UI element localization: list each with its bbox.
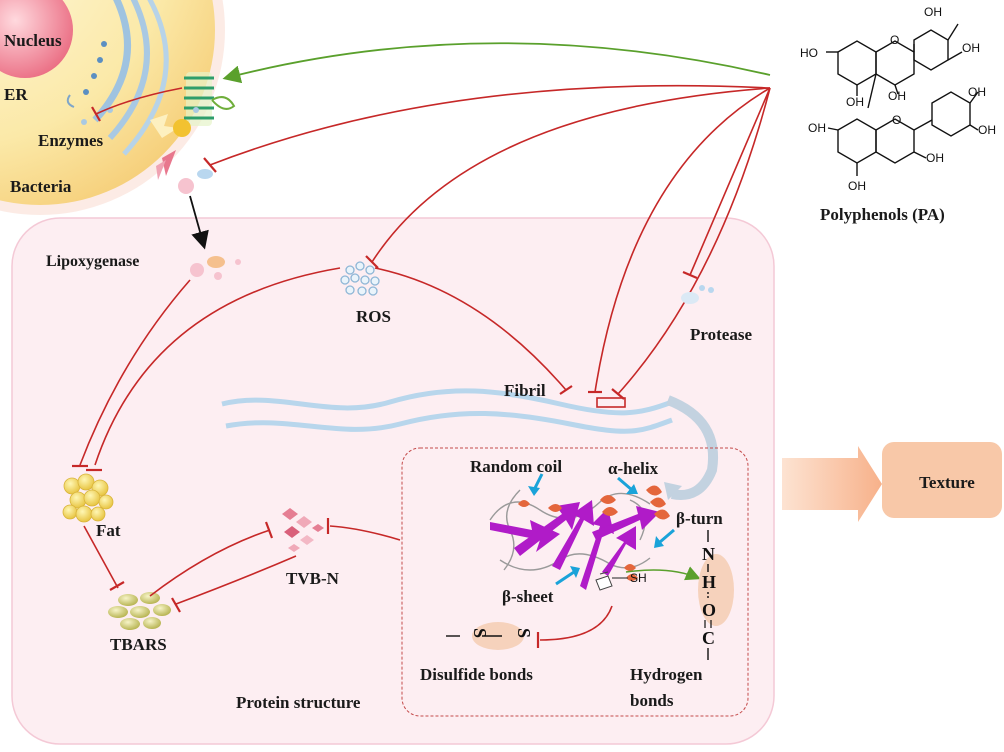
enzyme-release-icon — [150, 107, 213, 194]
bacteria-label: Bacteria — [10, 177, 72, 196]
protein-structure-box — [401, 447, 749, 717]
beta-sheet-label: β-sheet — [502, 587, 554, 606]
fibril-zoom-arrow — [666, 395, 718, 500]
svg-text:HO: HO — [800, 46, 818, 60]
enzymes-inhibition-bar — [91, 106, 101, 122]
nucleus-label: Nucleus — [4, 31, 62, 50]
tvbn-inhibition-bar-1 — [264, 521, 274, 539]
polyphenols-label: Polyphenols (PA) — [820, 205, 945, 224]
svg-text:OH: OH — [968, 85, 986, 99]
svg-text:S: S — [470, 628, 490, 638]
enzymes-label: Enzymes — [38, 131, 104, 150]
svg-text:OH: OH — [846, 95, 864, 109]
polyphenol-atoms: OH OH HO O OH OH OH OH OH O OH OH — [800, 5, 996, 193]
pointer-arrows — [528, 473, 675, 586]
fat-icon — [62, 473, 114, 523]
svg-text:OH: OH — [808, 121, 826, 135]
svg-text:OH: OH — [962, 41, 980, 55]
svg-text:OH: OH — [978, 123, 996, 137]
protein-ribbon-icon — [489, 485, 670, 591]
protease-label: Protease — [690, 325, 752, 344]
protein-panel — [11, 217, 775, 745]
lipoxygenase-fat-inhibition — [79, 279, 191, 466]
bacteria-to-lipoxygenase-arrow — [189, 195, 209, 250]
lipoxygenase-icon — [190, 256, 241, 280]
hydrogen-bonds-label-2: bonds — [630, 691, 674, 710]
svg-text:OH: OH — [888, 89, 906, 103]
ros-label: ROS — [356, 307, 391, 326]
tbars-tvbn-inhibition-1 — [149, 529, 271, 597]
sh-label: SH — [630, 571, 647, 585]
svg-text:OH: OH — [926, 151, 944, 165]
svg-text:OH: OH — [848, 179, 866, 193]
bacteria-cell — [0, 0, 225, 215]
tbars-tvbn-inhibition-2 — [175, 555, 297, 605]
texture-label: Texture — [919, 473, 975, 492]
fibril-inhibition-bar-ros — [559, 385, 573, 395]
tvbn-label: TVB-N — [286, 569, 340, 588]
svg-text:C: C — [702, 628, 715, 648]
svg-text:O: O — [702, 600, 716, 620]
svg-text:O: O — [892, 113, 901, 127]
protein-disulfide-inhibition — [539, 605, 613, 641]
disulfide-schematic: S S — [446, 628, 534, 638]
fat-label: Fat — [96, 521, 121, 540]
random-coil-label: Random coil — [470, 457, 562, 476]
texture-arrow — [782, 446, 882, 522]
tbars-label: TBARS — [110, 635, 167, 654]
texture-box — [882, 442, 1002, 518]
svg-text:S: S — [514, 628, 534, 638]
er-label: ER — [4, 85, 28, 104]
lipoxygenase-label: Lipoxygenase — [46, 253, 139, 270]
svg-text:N: N — [702, 544, 715, 564]
tbars-icon — [108, 592, 171, 630]
pa-to-bacteria-arrow — [222, 42, 771, 84]
hydrogen-bonds-label-1: Hydrogen — [630, 665, 703, 684]
disulfide-bonds-label: Disulfide bonds — [420, 665, 533, 684]
tvbn-icon — [282, 508, 324, 552]
enzymes-inhibition-line — [95, 87, 183, 115]
svg-text:O: O — [890, 33, 899, 47]
protein-to-hydrogen-arrow — [625, 566, 701, 581]
fibril-icon — [221, 388, 673, 434]
nucleus-shape — [0, 0, 73, 78]
pa-inhibition-lines — [203, 84, 771, 400]
hydrogen-bond-highlight — [698, 554, 734, 626]
tbars-inhibition-bar-tvbn — [171, 597, 181, 613]
membrane-helix-icon — [184, 72, 236, 126]
fibril-zoom-arrowhead — [664, 482, 682, 500]
svg-text:H: H — [702, 572, 716, 592]
fibril-marker — [596, 397, 626, 408]
svg-text:OH: OH — [924, 5, 942, 19]
protease-icon — [681, 285, 714, 304]
polyphenol-structure — [826, 23, 979, 176]
ros-icon — [340, 261, 380, 296]
alpha-helix-label: α-helix — [608, 459, 659, 478]
beta-turn-label: β-turn — [676, 509, 723, 528]
fat-tbars-inhibition — [83, 525, 119, 589]
fibril-label: Fibril — [504, 381, 546, 400]
hydrogen-bond-schematic: N H O C — [702, 530, 716, 660]
protein-tvbn-inhibition — [329, 525, 401, 541]
protein-structure-label: Protein structure — [236, 693, 361, 712]
ros-fat-inhibition — [94, 267, 341, 466]
tbars-inhibition-bar-fat — [109, 581, 125, 591]
ros-fibril-inhibition — [374, 267, 567, 391]
